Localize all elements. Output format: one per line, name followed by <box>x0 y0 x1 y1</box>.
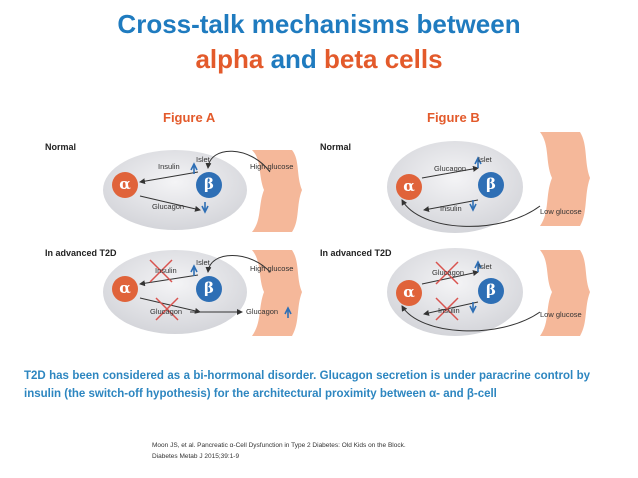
cross-a-t2d-glucagon <box>155 297 179 321</box>
stimulus-label-b-t2d: Low glucose <box>540 310 582 319</box>
beta-cell-a-t2d: β <box>196 276 222 302</box>
arrow-b-normal-glucose <box>401 199 541 227</box>
arrow-b-t2d-glucagon <box>421 270 479 285</box>
arrow-b-t2d-insulin <box>423 301 479 316</box>
up-arrow-a-t2d-output <box>284 306 292 318</box>
arrow-a-normal-glucagon <box>139 195 201 212</box>
reference-line-2: Diabetes Metab J 2015;39:1-9 <box>152 453 240 460</box>
insulin-label-a-t2d: Insulin <box>155 266 177 275</box>
title-beta-cells: beta cells <box>324 44 443 74</box>
figure-b-normal-heading: Normal <box>320 142 352 152</box>
cross-b-t2d-insulin <box>435 297 459 321</box>
insulin-label-a-normal: Insulin <box>158 162 180 171</box>
page-subtitle: alpha and beta cells <box>0 43 638 75</box>
alpha-cell-a-normal: α <box>112 172 138 198</box>
up-arrow-a-t2d-insulin <box>190 264 198 276</box>
title-alpha: alpha <box>195 44 264 74</box>
islet-b-t2d <box>387 248 523 336</box>
up-arrow-a-normal-insulin <box>190 162 198 174</box>
figure-a-t2d-heading: In advanced T2D <box>45 248 117 258</box>
page-title: Cross-talk mechanisms between <box>117 9 521 39</box>
cross-b-t2d-glucagon <box>435 261 459 285</box>
figure-b-t2d-heading: In advanced T2D <box>320 248 392 258</box>
cross-a-t2d-insulin <box>149 259 173 283</box>
islet-a-normal <box>103 150 247 230</box>
arrow-b-normal-glucagon <box>421 165 479 179</box>
figure-a-label: Figure A <box>163 110 216 125</box>
arrow-a-normal-glucose <box>205 150 271 173</box>
stimulus-label-a-t2d: High glucose <box>250 264 294 273</box>
vessel-a-t2d <box>252 250 302 336</box>
alpha-cell-b-t2d: α <box>396 280 422 306</box>
vessel-b-normal <box>540 132 590 226</box>
down-arrow-b-t2d-insulin <box>469 302 477 314</box>
arrow-b-normal-insulin <box>423 199 479 213</box>
islet-label-b-normal: Islet <box>478 155 492 164</box>
output-label-a-t2d: Glucagon <box>246 307 279 316</box>
up-arrow-b-t2d-glucagon <box>474 260 482 272</box>
glucagon-label-a-normal: Glucagon <box>152 202 185 211</box>
alpha-cell-b-normal: α <box>396 174 422 200</box>
glucagon-label-b-t2d: Glucagon <box>432 268 465 277</box>
vessel-a-normal <box>252 150 302 232</box>
down-arrow-a-normal-glucagon <box>201 202 209 214</box>
vessel-b-t2d <box>540 250 590 336</box>
beta-cell-b-t2d: β <box>478 278 504 304</box>
arrow-a-t2d-glucose <box>205 255 271 273</box>
title-and: and <box>263 44 325 74</box>
stimulus-label-a-normal: High glucose <box>250 162 294 171</box>
arrow-a-normal-insulin <box>139 171 199 185</box>
reference-line-1: Moon JS, et al. Pancreatic α-Cell Dysfun… <box>152 442 406 449</box>
glucagon-label-a-t2d: Glucagon <box>150 307 183 316</box>
figure-a-normal-heading: Normal <box>45 142 77 152</box>
figure-b-label: Figure B <box>427 110 480 125</box>
body-paragraph: T2D has been considered as a bi-horrmona… <box>24 370 590 400</box>
islet-label-b-t2d: Islet <box>478 262 492 271</box>
beta-cell-b-normal: β <box>478 172 504 198</box>
arrow-b-t2d-glucose <box>401 305 541 332</box>
islet-b-normal <box>387 141 523 233</box>
insulin-label-b-normal: Insulin <box>440 204 462 213</box>
up-arrow-b-normal-glucagon <box>474 156 482 168</box>
islet-label-a-normal: Islet <box>196 155 210 164</box>
down-arrow-b-normal-insulin <box>469 200 477 212</box>
beta-cell-a-normal: β <box>196 172 222 198</box>
insulin-label-b-t2d: Insulin <box>438 306 460 315</box>
stimulus-label-b-normal: Low glucose <box>540 207 582 216</box>
islet-label-a-t2d: Islet <box>196 258 210 267</box>
glucagon-label-b-normal: Glucagon <box>434 164 467 173</box>
alpha-cell-a-t2d: α <box>112 276 138 302</box>
